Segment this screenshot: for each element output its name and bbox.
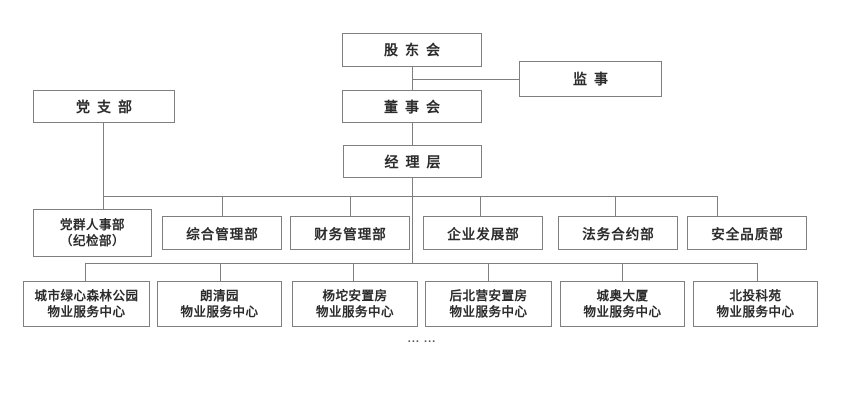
node-langqingyuan-service-center: 朗清园 物业服务中心 <box>157 281 282 327</box>
node-legal-contract-dept: 法务合约部 <box>558 216 678 250</box>
node-label-line2: 物业服务中心 <box>583 305 662 319</box>
node-label-line2: 物业服务中心 <box>47 305 126 319</box>
node-beitou-keyuan-service-center: 北投科苑 物业服务中心 <box>693 281 818 327</box>
node-management-layer: 经理层 <box>343 145 482 178</box>
node-label: 股东会 <box>384 42 447 58</box>
node-label: 监事 <box>573 71 615 87</box>
node-label: 经理层 <box>384 153 448 170</box>
node-safety-quality-dept: 安全品质部 <box>687 216 807 250</box>
connector-dept-stub-2 <box>350 196 351 217</box>
connector-dept-row <box>103 196 718 197</box>
node-label: 法务合约部 <box>582 227 655 242</box>
node-label: 党支部 <box>76 98 139 115</box>
node-yangtuo-resettlement-service-center: 杨坨安置房 物业服务中心 <box>292 281 418 327</box>
node-board-of-directors: 董事会 <box>342 90 482 123</box>
connector-center-stub-4 <box>488 263 489 281</box>
connector-dept-stub-4 <box>615 196 616 217</box>
node-shareholders-meeting: 股东会 <box>342 33 482 67</box>
node-label-line1: 杨坨安置房 <box>322 289 388 303</box>
node-label: 董事会 <box>384 98 447 115</box>
connector-dept-stub-1 <box>222 196 223 217</box>
connector-center-stub-6 <box>757 263 758 281</box>
node-label-line2: 物业服务中心 <box>716 305 795 319</box>
node-label-line1: 城市绿心森林公园 <box>34 289 139 303</box>
node-label-line1: 北投科苑 <box>729 289 782 303</box>
node-supervisor: 监事 <box>519 61 662 97</box>
connector-supervisor-branch <box>412 79 519 80</box>
connector-center-stub-1 <box>85 263 86 281</box>
node-label-line2: （纪检部） <box>59 234 125 248</box>
node-label-line2: 物业服务中心 <box>315 305 394 319</box>
node-label-line1: 朗清园 <box>199 289 239 303</box>
node-finance-dept: 财务管理部 <box>290 216 410 250</box>
node-enterprise-development-dept: 企业发展部 <box>423 216 543 250</box>
node-label: 财务管理部 <box>314 227 387 242</box>
node-label: 企业发展部 <box>447 227 520 242</box>
node-label-line2: 物业服务中心 <box>449 305 528 319</box>
node-general-admin-dept: 综合管理部 <box>162 216 282 250</box>
node-label-line1: 党群人事部 <box>59 218 125 232</box>
connector-partybranch-trunk <box>103 123 104 209</box>
connector-management-trunk <box>412 178 413 264</box>
node-chengao-tower-service-center: 城奥大厦 物业服务中心 <box>560 281 685 327</box>
node-party-branch: 党支部 <box>33 90 175 123</box>
connector-dept-stub-3 <box>480 196 481 217</box>
node-green-heart-forest-park-service-center: 城市绿心森林公园 物业服务中心 <box>23 281 150 327</box>
node-label: 综合管理部 <box>186 227 259 242</box>
node-label-line1: 城奥大厦 <box>596 289 649 303</box>
node-label-line2: 物业服务中心 <box>180 305 259 319</box>
node-houbeiying-resettlement-service-center: 后北营安置房 物业服务中心 <box>425 281 552 327</box>
connector-center-stub-3 <box>353 263 354 281</box>
connector-dept-stub-5 <box>717 196 718 217</box>
continuation-ellipsis: ... ... <box>407 333 437 345</box>
node-label-line1: 后北营安置房 <box>449 289 528 303</box>
node-label: 安全品质部 <box>711 227 784 242</box>
connector-shareholders-board <box>412 67 413 90</box>
connector-center-stub-5 <box>622 263 623 281</box>
connector-board-management <box>412 123 413 145</box>
connector-center-row <box>85 263 758 264</box>
connector-center-stub-2 <box>220 263 221 281</box>
node-party-hr-discipline-dept: 党群人事部 （纪检部） <box>33 209 152 257</box>
